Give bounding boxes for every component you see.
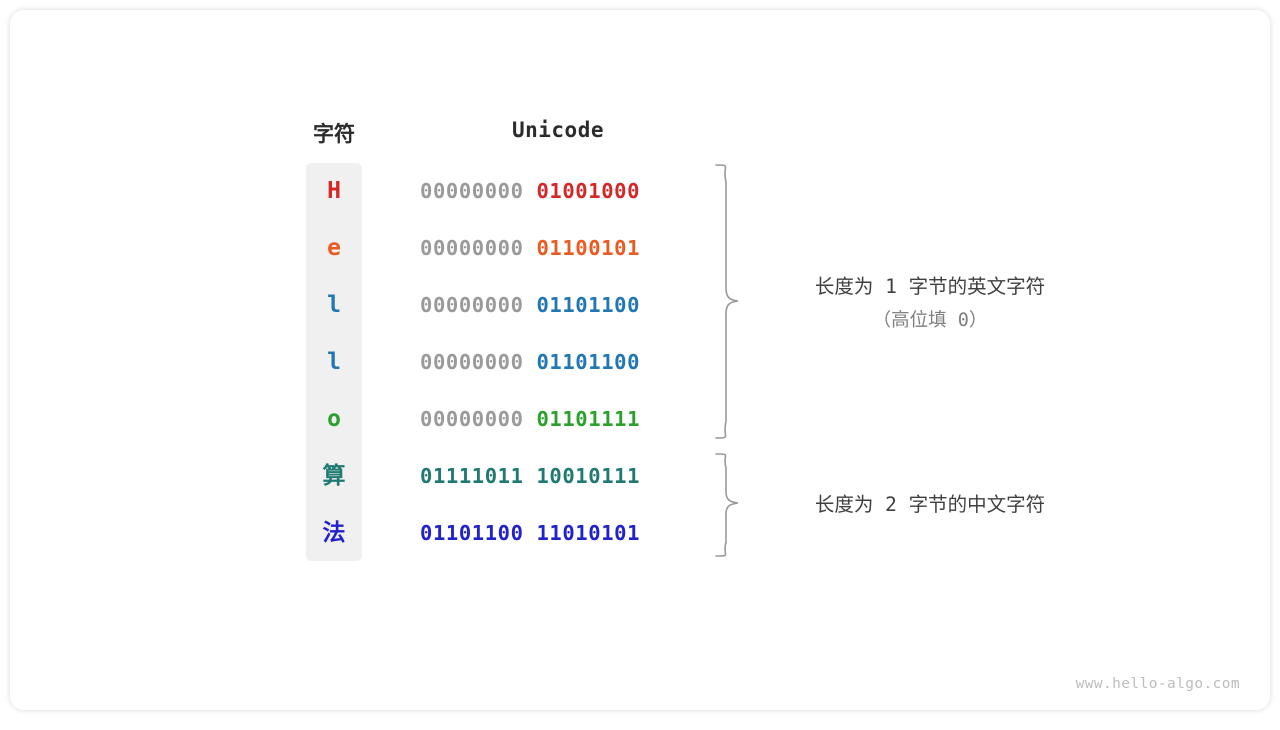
unicode-high-byte: 00000000 bbox=[420, 293, 536, 317]
watermark: www.hello-algo.com bbox=[1076, 676, 1240, 692]
unicode-high-byte: 00000000 bbox=[420, 179, 536, 203]
column-header-char: 字符 bbox=[262, 118, 406, 148]
unicode-row: 01111011 10010111 bbox=[420, 448, 700, 504]
unicode-low-byte: 01101111 bbox=[536, 407, 640, 431]
column-header-unicode: Unicode bbox=[432, 118, 684, 142]
unicode-row: 00000000 01101100 bbox=[420, 277, 700, 333]
unicode-low-byte: 01101100 11010101 bbox=[420, 521, 640, 545]
char-cell: o bbox=[306, 391, 362, 447]
unicode-row: 00000000 01101100 bbox=[420, 334, 700, 390]
char-cell: l bbox=[306, 334, 362, 390]
unicode-low-byte: 01101100 bbox=[536, 293, 640, 317]
char-cell: 法 bbox=[306, 505, 362, 561]
unicode-row: 00000000 01001000 bbox=[420, 163, 700, 219]
unicode-low-byte: 01101100 bbox=[536, 350, 640, 374]
unicode-high-byte: 00000000 bbox=[420, 407, 536, 431]
unicode-high-byte: 00000000 bbox=[420, 350, 536, 374]
note-two-byte: 长度为 2 字节的中文字符 bbox=[760, 488, 1100, 517]
char-cell: e bbox=[306, 220, 362, 276]
unicode-low-byte: 01001000 bbox=[536, 179, 640, 203]
unicode-high-byte: 00000000 bbox=[420, 236, 536, 260]
unicode-row: 00000000 01100101 bbox=[420, 220, 700, 276]
char-cell: H bbox=[306, 163, 362, 219]
char-cell: 算 bbox=[306, 448, 362, 504]
unicode-low-byte: 01100101 bbox=[536, 236, 640, 260]
char-cell: l bbox=[306, 277, 362, 333]
note-one-byte: 长度为 1 字节的英文字符 bbox=[760, 270, 1100, 299]
unicode-row: 01101100 11010101 bbox=[420, 505, 700, 561]
unicode-low-byte: 01111011 10010111 bbox=[420, 464, 640, 488]
note-one-byte-sub: （高位填 0） bbox=[760, 306, 1100, 332]
unicode-row: 00000000 01101111 bbox=[420, 391, 700, 447]
